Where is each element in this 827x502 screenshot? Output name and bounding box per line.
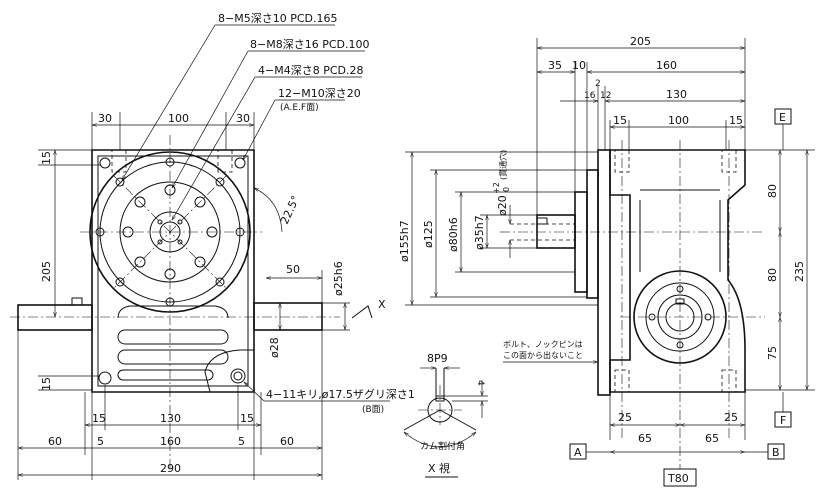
dim-top-100: 100 xyxy=(168,112,189,125)
side-dim-10: 10 xyxy=(572,59,586,72)
mounting-holes xyxy=(98,368,246,385)
x-view-title: X 視 xyxy=(428,461,450,475)
dim-b2-5-right: 5 xyxy=(238,435,245,448)
face-a: A xyxy=(574,446,582,459)
side-dim-75: 75 xyxy=(766,346,779,360)
model-label: T80 xyxy=(667,472,689,485)
front-view: 30 100 30 15 205 15 22.5° 50 ø25h6 ø28 X… xyxy=(10,12,415,480)
model-box xyxy=(663,468,697,487)
side-dim-65-left: 65 xyxy=(638,432,652,445)
side-dim-80-mid: 80 xyxy=(766,268,779,282)
dim-b2-160: 160 xyxy=(160,435,181,448)
dim-b2-60-left: 60 xyxy=(48,435,62,448)
side-dim-16: 16 xyxy=(584,91,596,101)
note-m10-holes: 12−M10深さ20 xyxy=(278,87,361,100)
cam-angle-label: カム割付角 xyxy=(420,440,465,452)
note-m4-holes: 4−M4深さ8 PCD.28 xyxy=(258,64,363,77)
face-e: E xyxy=(779,111,786,124)
keyway-depth: 4 xyxy=(475,380,485,386)
face-b-box xyxy=(767,443,785,460)
side-dim-235: 235 xyxy=(793,261,806,282)
note-m5-holes: 8−M5深さ10 PCD.165 xyxy=(218,12,337,25)
side-dim-25-right: 25 xyxy=(724,411,738,424)
side-dim-25-left: 25 xyxy=(618,411,632,424)
dim-left-15-top: 15 xyxy=(40,151,53,165)
face-a-box xyxy=(569,443,587,460)
note-mount-face: (B面) xyxy=(362,404,384,415)
note-through-hole: (貫通穴) xyxy=(498,150,508,180)
input-shaft-right xyxy=(253,302,323,331)
m8-holes xyxy=(122,184,218,280)
side-housing xyxy=(609,149,746,393)
dia-80h6: ø80h6 xyxy=(447,217,460,252)
dia-20: ø20 xyxy=(496,195,509,216)
dim-b1-130: 130 xyxy=(160,412,181,425)
side-dim-65-right: 65 xyxy=(705,432,719,445)
dim-shaft-50: 50 xyxy=(286,263,300,276)
dim-b2-60-right: 60 xyxy=(280,435,294,448)
output-shaft xyxy=(536,214,576,249)
side-dim-15-left: 15 xyxy=(613,114,627,127)
note-bolt-line2: この面から出ないこと xyxy=(503,350,583,360)
view-arrow-x xyxy=(351,305,373,319)
note-m8-holes: 8−M8深さ16 PCD.100 xyxy=(250,38,369,51)
dia-155h7: ø155h7 xyxy=(398,220,411,262)
face-b: B xyxy=(772,446,780,459)
output-hub xyxy=(574,191,588,293)
dim-205: 205 xyxy=(40,261,53,282)
dia-35h7: ø35h7 xyxy=(473,215,486,250)
note-bolt-line1: ボルト、ノックピンは xyxy=(503,340,583,349)
x-view: 8P9 4 カム割付角 X 視 xyxy=(404,352,488,478)
dim-top-30-right: 30 xyxy=(236,112,250,125)
m10-holes xyxy=(99,149,246,173)
side-dim-130: 130 xyxy=(666,88,687,101)
keyway-width: 8P9 xyxy=(427,352,448,365)
face-f: F xyxy=(780,414,786,427)
side-dim-15-right: 15 xyxy=(729,114,743,127)
dim-top-30-left: 30 xyxy=(98,112,112,125)
dim-b1-15-right: 15 xyxy=(240,412,254,425)
side-dim-160: 160 xyxy=(656,59,677,72)
note-m10-face: (A.E.F面) xyxy=(280,102,319,113)
note-mount-holes: 4−11キリ,ø17.5ザグリ深さ1 xyxy=(266,387,415,401)
side-dim-12: 12 xyxy=(600,91,611,101)
side-dim-80-top: 80 xyxy=(766,184,779,198)
dim-angle: 22.5° xyxy=(278,194,302,227)
side-dim-2: 2 xyxy=(595,79,601,89)
tol-lower: 0 xyxy=(502,187,511,192)
side-dim-100: 100 xyxy=(668,114,689,127)
side-dim-205: 205 xyxy=(630,35,651,48)
tol-upper: +2 xyxy=(492,182,501,194)
dia-125: ø125 xyxy=(422,220,435,248)
side-view: 205 35 10 160 16 2 12 130 15 100 15 E F … xyxy=(398,35,815,487)
dim-b1-15-left: 15 xyxy=(92,412,106,425)
dim-b2-5-left: 5 xyxy=(97,435,104,448)
dim-left-15-bottom: 15 xyxy=(40,377,53,391)
dim-overall-290: 290 xyxy=(160,462,181,475)
m4-holes xyxy=(157,219,183,245)
side-dim-35: 35 xyxy=(548,59,562,72)
table-flange xyxy=(597,149,611,396)
dim-shaft-dia2: ø28 xyxy=(268,337,281,358)
view-marker-x: X xyxy=(378,298,386,311)
dim-shaft-dia: ø25h6 xyxy=(332,261,345,296)
